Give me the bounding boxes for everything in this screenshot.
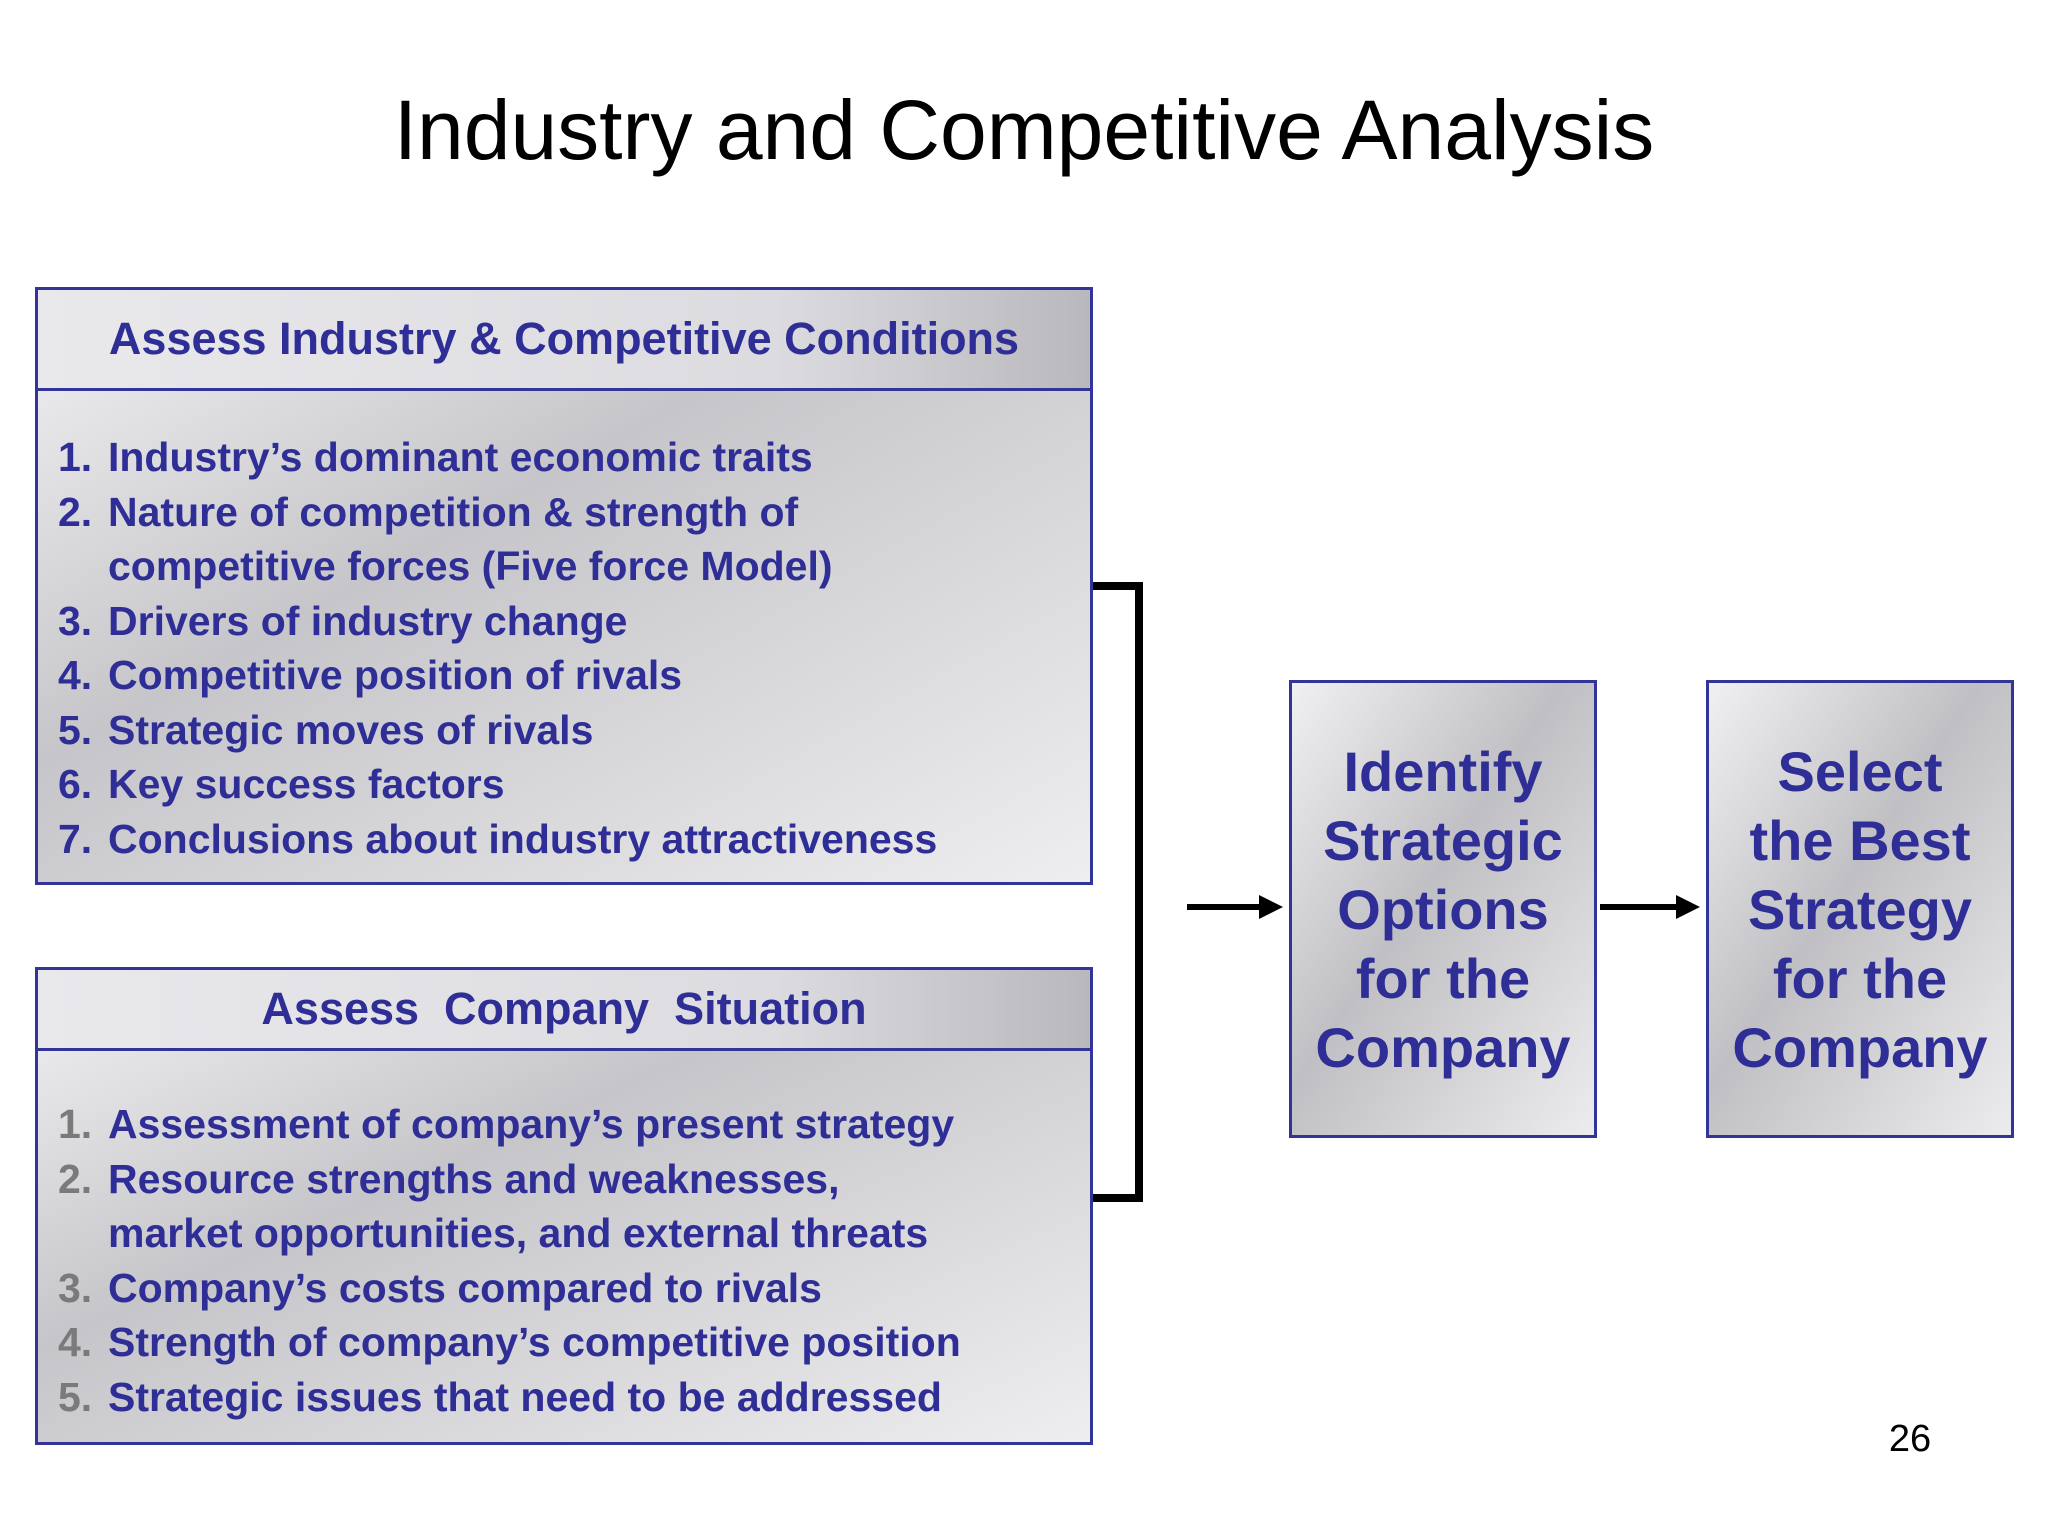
item-text: Company’s costs compared to rivals: [108, 1264, 822, 1311]
list-item: 6. Key success factors: [58, 757, 1070, 812]
item-number: 5.: [58, 1373, 93, 1420]
industry-conditions-panel: Assess Industry & Competitive Conditions…: [35, 287, 1093, 885]
list-item: 2. Nature of competition & strength of: [58, 485, 1070, 540]
item-text: Assessment of company’s present strategy: [108, 1101, 955, 1147]
list-item: 1. Industry’s dominant economic traits: [58, 430, 1070, 485]
item-number: 2.: [58, 1155, 93, 1202]
item-text: Strategic moves of rivals: [108, 706, 594, 753]
list-item: 3. Drivers of industry change: [58, 594, 1070, 649]
item-text: competitive forces (Five force Model): [108, 543, 833, 589]
bracket-connector: [1093, 582, 1143, 1202]
item-text: Key success factors: [108, 761, 505, 807]
item-number: 7.: [58, 815, 93, 862]
identify-options-text: Identify Strategic Options for the Compa…: [1315, 739, 1571, 1079]
item-number: [58, 1206, 108, 1261]
arrow-right-icon: [1187, 895, 1283, 919]
list-item: 4. Competitive position of rivals: [58, 648, 1070, 703]
item-text: Nature of competition & strength of: [108, 488, 799, 535]
list-item: 4. Strength of company’s competitive posi…: [58, 1315, 1070, 1370]
identify-options-box: Identify Strategic Options for the Compa…: [1289, 680, 1597, 1138]
select-strategy-text: Select the Best Strategy for the Company: [1732, 739, 1988, 1079]
company-situation-panel: Assess Company Situation 1. Assessment of…: [35, 967, 1093, 1445]
select-strategy-box: Select the Best Strategy for the Company: [1706, 680, 2014, 1138]
slide-title: Industry and Competitive Analysis: [393, 83, 1655, 177]
page-number: 26: [1888, 1418, 1932, 1460]
item-number: 1.: [58, 434, 93, 480]
item-number: 3.: [58, 597, 93, 644]
item-number: 3.: [58, 1264, 93, 1311]
item-text: Competitive position of rivals: [108, 652, 683, 698]
list-item: 5. Strategic moves of rivals: [58, 703, 1070, 758]
arrow-right-icon: [1600, 895, 1700, 919]
item-text: Resource strengths and weaknesses,: [108, 1155, 840, 1202]
item-number: 5.: [58, 706, 93, 753]
item-number: 1.: [58, 1101, 93, 1147]
item-number: [58, 539, 108, 594]
list-item: 5. Strategic issues that need to be addre…: [58, 1370, 1070, 1425]
company-items-list: 1. Assessment of company’s present strate…: [38, 1051, 1090, 1424]
item-text: market opportunities, and external threa…: [108, 1210, 929, 1256]
item-number: 4.: [58, 652, 93, 698]
list-item: 2. Resource strengths and weaknesses,: [58, 1152, 1070, 1207]
industry-items-list: 1. Industry’s dominant economic traits 2.…: [38, 391, 1090, 866]
item-number: 4.: [58, 1319, 93, 1365]
item-number: 2.: [58, 488, 93, 535]
item-text: Conclusions about industry attractivenes…: [108, 815, 938, 862]
item-text: Strategic issues that need to be address…: [108, 1373, 942, 1420]
item-number: 6.: [58, 761, 93, 807]
list-item: 7. Conclusions about industry attractiven…: [58, 812, 1070, 867]
company-panel-header: Assess Company Situation: [38, 970, 1090, 1051]
industry-panel-header: Assess Industry & Competitive Conditions: [38, 290, 1090, 391]
list-item: market opportunities, and external threa…: [58, 1206, 1070, 1261]
list-item: 3. Company’s costs compared to rivals: [58, 1261, 1070, 1316]
item-text: Drivers of industry change: [108, 597, 628, 644]
list-item: competitive forces (Five force Model): [58, 539, 1070, 594]
item-text: Strength of company’s competitive positi…: [108, 1319, 961, 1365]
list-item: 1. Assessment of company’s present strate…: [58, 1097, 1070, 1152]
item-text: Industry’s dominant economic traits: [108, 434, 813, 480]
